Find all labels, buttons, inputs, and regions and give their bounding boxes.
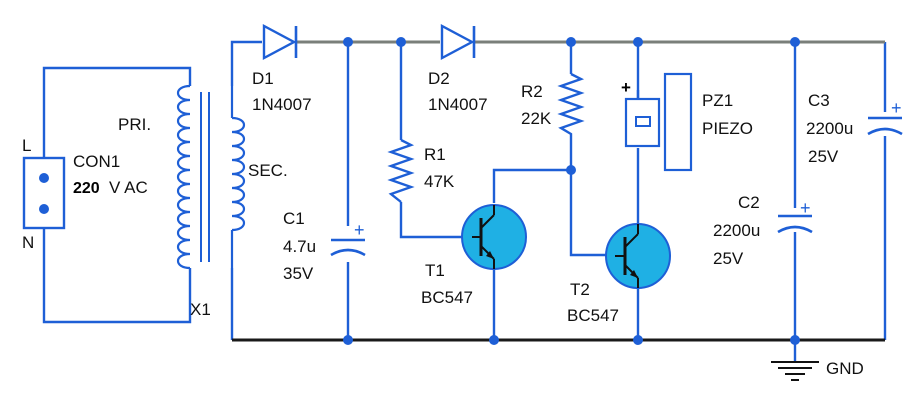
c3-ref-label: C3 (808, 91, 830, 110)
ground-label: GND (826, 359, 864, 378)
terminal-n-icon (39, 204, 49, 214)
junction-dot (790, 335, 800, 345)
c2-value-label: 2200u (713, 221, 760, 240)
diode-d2: D2 1N4007 (428, 24, 488, 114)
connector-pin-n-label: N (22, 233, 34, 252)
junction-dot (566, 165, 576, 175)
terminal-l-icon (39, 173, 49, 183)
wire-r1 (399, 42, 472, 239)
junctions (343, 37, 800, 345)
pz1-ref-label: PZ1 (702, 91, 733, 110)
transformer-secondary-label: SEC. (248, 161, 288, 180)
wire-mains-loop (42, 66, 192, 324)
transformer-x1 (176, 84, 246, 270)
secondary-winding-icon (231, 116, 246, 232)
transistor-t2: T2 BC547 (567, 223, 671, 325)
pz1-polarity-plus: + (621, 78, 631, 97)
connector-ref-label: CON1 (73, 152, 120, 171)
piezo-pz1: + PZ1 PIEZO (621, 72, 753, 172)
c1-polarity-plus: + (354, 220, 365, 240)
diode-d1-icon (262, 24, 297, 60)
junction-dot (396, 37, 406, 47)
c1-value-label: 4.7u (283, 237, 316, 256)
primary-winding-icon (176, 84, 191, 270)
d1-ref-label: D1 (252, 69, 274, 88)
transformer-ref-label: X1 (190, 300, 211, 319)
transformer-primary-label: PRI. (118, 115, 151, 134)
r2-ref-label: R2 (521, 82, 543, 101)
d2-ref-label: D2 (428, 69, 450, 88)
c3-polarity-plus: + (891, 98, 902, 118)
wire-r2 (569, 42, 615, 257)
ground-symbol-icon (771, 361, 819, 381)
junction-dot (566, 37, 576, 47)
capacitor-c1: + C1 4.7u 35V (283, 209, 366, 283)
d1-part-label: 1N4007 (252, 95, 312, 114)
connector-pin-l-label: L (22, 136, 31, 155)
c1-ref-label: C1 (283, 209, 305, 228)
r1-ref-label: R1 (424, 145, 446, 164)
wire-secondary-top (230, 40, 262, 86)
diode-d1: D1 1N4007 (252, 24, 312, 114)
t1-part-label: BC547 (421, 288, 473, 307)
resistor-r2: R2 22K (521, 72, 585, 144)
c2-ref-label: C2 (738, 193, 760, 212)
junction-dot (633, 335, 643, 345)
d2-part-label: 1N4007 (428, 95, 488, 114)
t1-ref-label: T1 (425, 261, 445, 280)
capacitor-c3: + C3 2200u 25V (806, 91, 903, 166)
junction-dot (343, 335, 353, 345)
c3-value-label: 2200u (806, 119, 853, 138)
resistor-r1-icon (387, 138, 415, 203)
junction-dot (343, 37, 353, 47)
resistor-r2-icon (557, 72, 585, 144)
c3-voltage-label: 25V (808, 147, 839, 166)
pz1-part-label: PIEZO (702, 119, 753, 138)
connector-con1: L N CON1 220 V AC (22, 136, 148, 252)
t2-ref-label: T2 (570, 280, 590, 299)
mains-voltage-value: 220 (73, 180, 100, 197)
junction-dot (790, 37, 800, 47)
transistor-t1: T1 BC547 (421, 204, 527, 307)
r1-value-label: 47K (424, 172, 455, 191)
wire-t1 (492, 168, 571, 340)
r2-value-label: 22K (521, 109, 552, 128)
mains-voltage-unit: V AC (109, 178, 148, 197)
diode-d2-icon (440, 24, 475, 60)
capacitor-c2: + C2 2200u 25V (713, 193, 813, 268)
t2-part-label: BC547 (567, 306, 619, 325)
c2-polarity-plus: + (800, 198, 811, 218)
junction-dot (489, 335, 499, 345)
c1-voltage-label: 35V (283, 264, 314, 283)
resistor-r1: R1 47K (387, 138, 455, 203)
c2-voltage-label: 25V (713, 249, 744, 268)
